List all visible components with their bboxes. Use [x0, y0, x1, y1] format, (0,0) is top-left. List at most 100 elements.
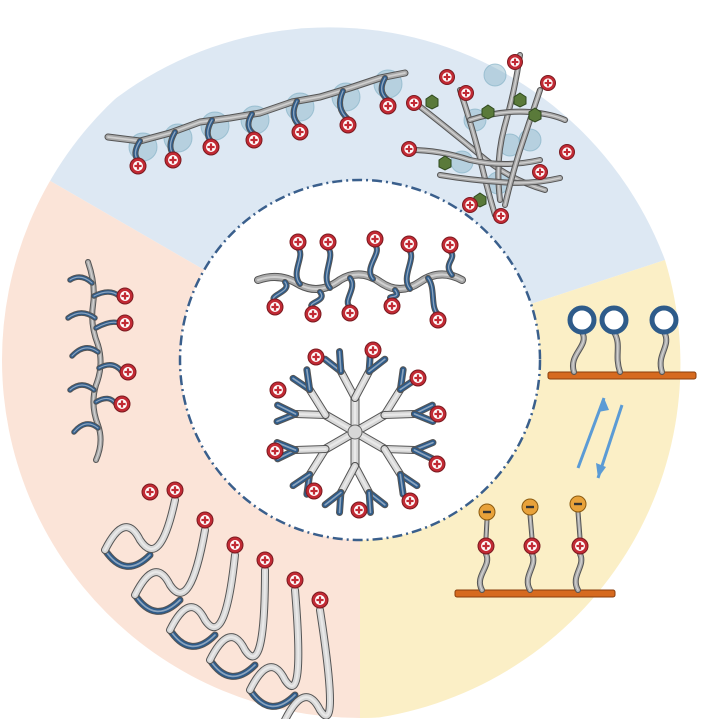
dendrimer-branch-shine — [339, 465, 356, 494]
dendrimer-terminal-fill — [322, 489, 344, 508]
dendrimer-branch-fill — [352, 368, 373, 401]
minus-charge-icon — [478, 503, 496, 521]
reversible-arrows-icon — [598, 398, 609, 412]
network-strand-shine — [459, 89, 496, 216]
plus-charge-icon — [350, 501, 368, 519]
plus-charge-icon — [401, 492, 419, 510]
dendrimer-terminal-fill — [366, 489, 373, 515]
plus-charge-icon — [307, 348, 325, 366]
dendrimer-core — [347, 424, 363, 440]
helix-blue-segment-fill — [167, 627, 218, 649]
helix-gray-segment-fill — [247, 587, 302, 693]
plus-charge-icon — [245, 131, 263, 149]
plus-charge-icon — [311, 591, 329, 609]
plus-charge-icon — [439, 69, 455, 85]
zwitter-chain-fill — [525, 552, 536, 592]
plus-charge-icon — [507, 54, 523, 70]
dendrimer-branch-fill — [292, 446, 329, 454]
dendrimer-branch-fill — [337, 368, 358, 401]
dendrimer-branch-shine — [383, 412, 416, 416]
helix-blue-segment-fill — [132, 592, 183, 614]
zwitter-link-shine — [577, 511, 581, 539]
dendrimer-branch-shine — [308, 448, 327, 476]
comb-side-chain-fill — [70, 346, 100, 358]
left-helical-polymer-array — [101, 481, 334, 719]
dendrimer-terminal-shine — [413, 449, 434, 460]
plus-charge-icon — [319, 233, 337, 251]
zwitter-chain-shine — [527, 553, 534, 591]
dendrimer-terminal-fill — [275, 402, 299, 417]
helix-gray-segment-shine — [249, 589, 300, 691]
plus-charge-icon — [286, 571, 304, 589]
plus-charge-icon — [406, 95, 422, 111]
plus-charge-icon — [409, 369, 427, 387]
plus-charge-icon — [401, 141, 417, 157]
dendrimer-terminal-shine — [399, 473, 404, 496]
dendrimer-terminal-shine — [338, 350, 342, 373]
helix-blue-segment-fill — [102, 547, 153, 569]
network-strand-fill — [458, 88, 497, 217]
helix-gray-segment-shine — [169, 554, 236, 631]
ring-headgroup-icon — [599, 305, 629, 335]
center-linear-cationic-polymer — [254, 230, 466, 329]
helix-blue-segment-fill — [247, 687, 298, 709]
crosslinker-icon — [425, 94, 439, 110]
plus-charge-icon — [559, 144, 575, 160]
helix-blue-segment-shine — [249, 689, 296, 708]
comb-side-chain-fill — [68, 383, 96, 392]
dendrimer-branch-shine — [383, 448, 402, 476]
top-linear-host-guest-polymer — [104, 69, 409, 175]
dendrimer-terminal-fill — [411, 411, 436, 424]
comb-side-chain-shine — [71, 347, 99, 357]
reversible-arrows-icon — [596, 463, 606, 478]
network-strand-shine — [504, 89, 541, 206]
dendrimer-terminal-shine — [368, 491, 372, 514]
plus-charge-icon — [129, 157, 147, 175]
helix-blue-segment-shine — [209, 659, 256, 678]
plus-charge-icon — [441, 236, 459, 254]
zwitter-link-fill — [528, 513, 534, 540]
dendrimer-terminal-shine — [413, 413, 434, 423]
right-surface-brush-zwitterionic — [454, 495, 616, 598]
dendrimer-branch-fill — [337, 463, 358, 496]
plus-charge-icon — [379, 97, 397, 115]
crosslinker-icon — [481, 104, 495, 120]
right-reversible-arrows — [576, 397, 624, 479]
center-cationic-dendrimer — [266, 341, 447, 519]
dendrimer-terminal-shine — [306, 368, 311, 391]
plus-charge-icon — [116, 287, 134, 305]
zwitter-link-fill — [576, 510, 582, 540]
minus-charge-icon — [521, 498, 539, 516]
center-dashed-ring — [178, 178, 542, 542]
crosslinker-icon — [528, 107, 542, 123]
plus-charge-icon — [532, 164, 548, 180]
zwitter-chain-fill — [573, 552, 584, 592]
dendrimer-branch-fill — [381, 446, 404, 478]
dendrimer-branch-fill — [381, 410, 418, 418]
dendrimer-branch-fill — [306, 386, 329, 418]
center-disc — [180, 180, 540, 540]
plus-charge-icon — [429, 311, 447, 329]
plus-charge-icon — [266, 442, 284, 460]
helix-gray-segment-shine — [209, 569, 266, 661]
plus-charge-icon — [400, 235, 418, 253]
dendrimer-branch-shine — [383, 448, 416, 452]
plus-charge-icon — [523, 537, 541, 555]
comb-side-chain-shine — [67, 312, 96, 319]
helix-blue-segment-shine — [169, 629, 216, 648]
dendrimer-terminal-shine — [276, 404, 297, 415]
dendrimer-terminal-fill — [290, 471, 313, 489]
dendrimer-branch-shine — [354, 465, 371, 494]
plus-charge-icon — [119, 363, 137, 381]
plus-charge-icon — [540, 75, 556, 91]
plus-charge-icon — [202, 138, 220, 156]
plus-charge-icon — [196, 511, 214, 529]
zwitter-chain-fill — [478, 552, 490, 592]
network-strand-fill — [496, 53, 522, 202]
helix-gray-segment-fill — [102, 497, 178, 553]
plus-charge-icon — [304, 305, 322, 323]
brush-chain-shine — [572, 331, 585, 373]
guest-halo — [483, 63, 507, 87]
brush-chain-shine — [613, 331, 621, 373]
